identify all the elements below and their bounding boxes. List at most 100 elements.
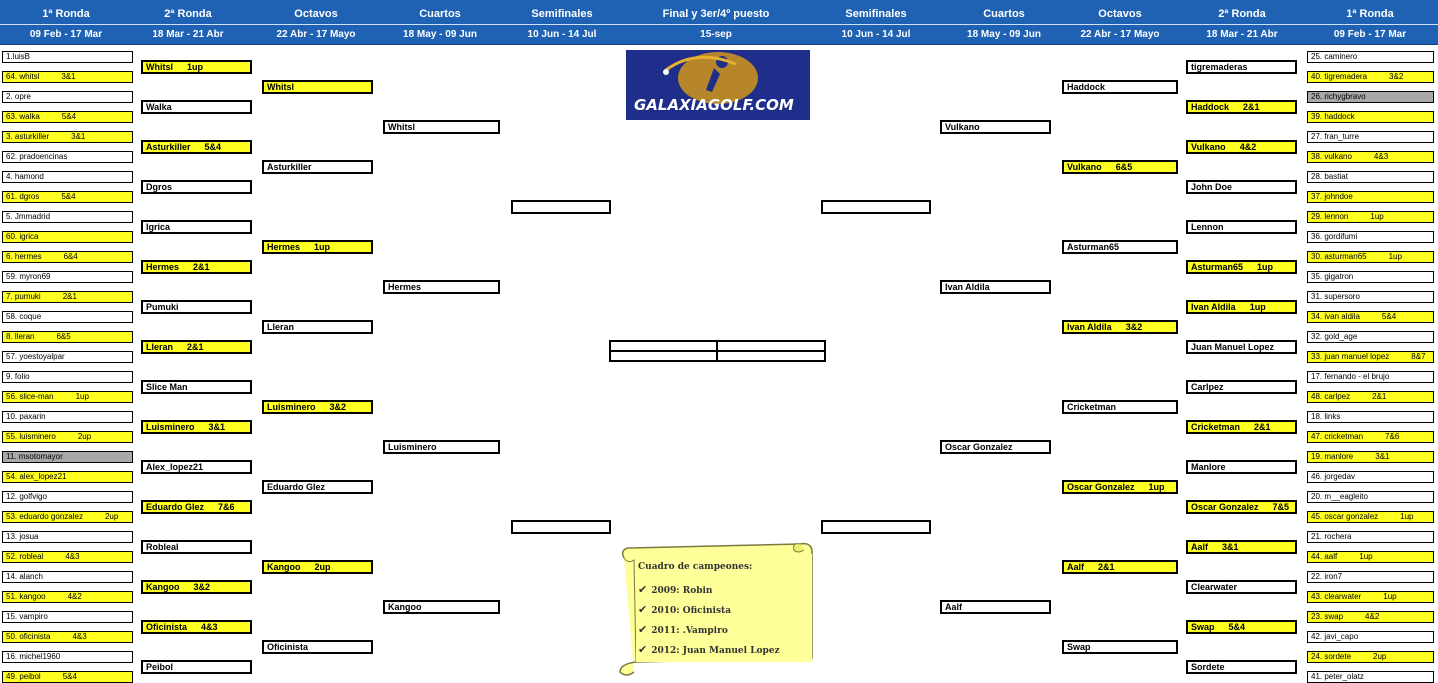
player-name: Hermes <box>388 282 422 292</box>
match-result: 1up <box>75 392 89 401</box>
player-name: 60. igrica <box>6 232 39 241</box>
player-name: Eduardo Glez <box>267 482 326 492</box>
round-title: Cuartos <box>983 8 1025 20</box>
r1-entry-left: 59. myron69 <box>2 271 133 283</box>
player-name: 45. oscar gonzalez <box>1311 512 1379 521</box>
player-name: Asturkiller <box>267 162 312 172</box>
octavos-entry-left: Hermes 1up <box>262 240 373 254</box>
player-name: Luisminero <box>267 402 316 412</box>
player-name: 18. links <box>1311 412 1341 421</box>
golfer-icon <box>626 50 810 120</box>
player-name: 17. fernando - el brujo <box>1311 372 1390 381</box>
player-name: Aalf <box>1067 562 1085 572</box>
r1-entry-right: 41. peter_olatz <box>1307 671 1434 683</box>
r1-entry-left: 62. pradoencinas <box>2 151 133 163</box>
match-result: 7&6 <box>1385 432 1400 441</box>
r2-entry-left: Slice Man <box>141 380 252 394</box>
player-name: Oscar Gonzalez <box>1067 482 1135 492</box>
r1-entry-right: 21. rochera <box>1307 531 1434 543</box>
player-name: 41. peter_olatz <box>1311 672 1364 681</box>
match-result: 3&2 <box>193 582 211 592</box>
match-result: 5&4 <box>1381 312 1397 321</box>
player-name: Ivan Aldila <box>1067 322 1112 332</box>
match-result: 7&6 <box>218 502 235 512</box>
round-dates: 09 Feb - 17 Mar <box>1333 29 1407 40</box>
header-separator <box>0 24 1438 25</box>
player-name: Hermes <box>267 242 301 252</box>
match-result: 3&1 <box>208 422 226 432</box>
player-name: Eduardo Glez <box>146 502 205 512</box>
player-name: Slice Man <box>146 382 188 392</box>
r1-entry-left: 13. josua <box>2 531 133 543</box>
player-name: Juan Manuel Lopez <box>1191 342 1275 352</box>
match-result: 8&7 <box>1411 352 1426 361</box>
r2-entry-left: Dgros <box>141 180 252 194</box>
player-name: Oficinista <box>146 622 188 632</box>
player-name: 44. aalf <box>1311 552 1338 561</box>
match-result: 2&1 <box>1098 562 1115 572</box>
champion-entry: 2010: Oficinista <box>651 606 732 616</box>
r1-entry-left: 15. vampiro <box>2 611 133 623</box>
player-name: 33. juan manuel lopez <box>1311 352 1390 361</box>
player-name: 11. msotomayor <box>6 452 63 461</box>
checkmark-icon: ✔ <box>638 584 648 596</box>
player-name: Walka <box>146 102 172 112</box>
r1-entry-left: 57. yoestoyalpar <box>2 351 133 363</box>
player-name: Haddock <box>1191 102 1230 112</box>
match-result: 1up <box>1370 212 1384 221</box>
r1-entry-right: 32. gold_age <box>1307 331 1434 343</box>
round-title: Octavos <box>294 8 338 20</box>
player-name: 26. richygbravo <box>1311 92 1366 101</box>
player-name: 3. asturkiller <box>6 132 50 141</box>
player-name: Whitsl <box>146 62 173 72</box>
player-name: 5. Jmmadrid <box>6 212 51 221</box>
player-name: Asturman65 <box>1067 242 1120 252</box>
match-result: 3&2 <box>1389 72 1404 81</box>
match-result: 4&2 <box>67 592 82 601</box>
player-name: 19. manlore <box>1311 452 1354 461</box>
player-name: 59. myron69 <box>6 272 51 281</box>
r1-entry-left: 5. Jmmadrid <box>2 211 133 223</box>
player-name: 55. luisminero <box>6 432 56 441</box>
player-name: 28. bastiat <box>1311 172 1348 181</box>
player-name: Whitsl <box>388 122 415 132</box>
r1-entry-left: 14. alanch <box>2 571 133 583</box>
octavos-entry-left: Oficinista <box>262 640 373 654</box>
player-name: Swap <box>1067 642 1091 652</box>
match-result: 1up <box>1388 252 1402 261</box>
player-name: 21. rochera <box>1311 532 1352 541</box>
match-result: 2&1 <box>62 292 77 301</box>
player-name: tigremaderas <box>1191 62 1248 72</box>
octavos-entry-left: Lleran <box>262 320 373 334</box>
r1-entry-right: 27. fran_turre <box>1307 131 1434 143</box>
r2-entry-left: Peibol <box>141 660 252 674</box>
champion-entry: 2011: .Vampiro <box>651 626 728 636</box>
round-title: Cuartos <box>419 8 461 20</box>
player-name: 39. haddock <box>1311 112 1355 121</box>
player-name: 1.luisB <box>6 52 31 61</box>
match-result: 2&1 <box>1372 392 1387 401</box>
r1-entry-left: 10. paxarin <box>2 411 133 423</box>
champions-title: Cuadro de campeones: <box>638 562 753 572</box>
player-name: Luisminero <box>146 422 195 432</box>
match-result: 3&1 <box>61 72 76 81</box>
match-result: 2&1 <box>187 342 204 352</box>
player-name: 49. peibol <box>6 672 41 681</box>
player-name: 10. paxarin <box>6 412 46 421</box>
match-result: 6&5 <box>56 332 71 341</box>
match-result: 1up <box>314 242 331 252</box>
r1-entry-right: 31. supersoro <box>1307 291 1434 303</box>
r2-entry-right: Juan Manuel Lopez <box>1186 340 1297 354</box>
